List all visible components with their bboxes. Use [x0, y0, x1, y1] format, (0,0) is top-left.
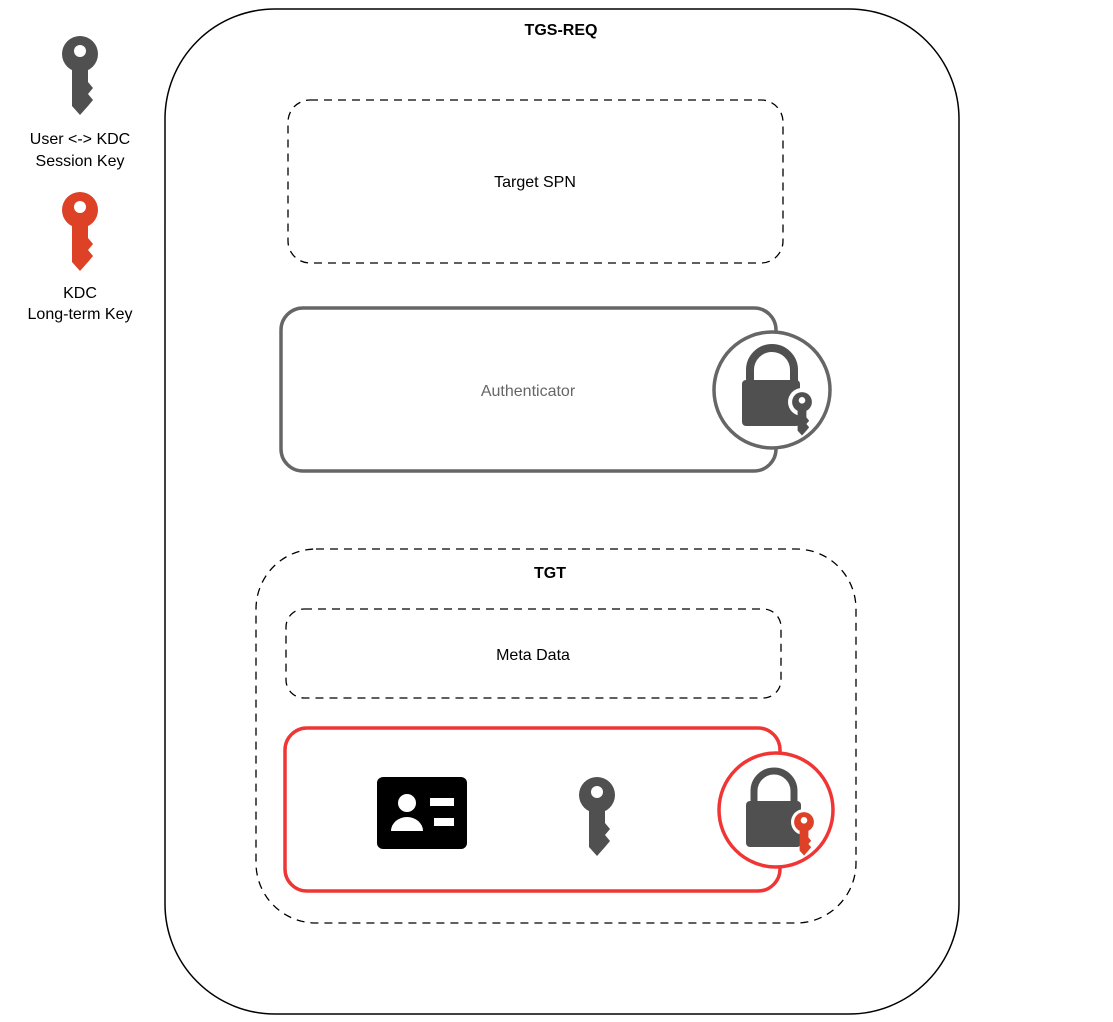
- tgs-req-title: TGS-REQ: [525, 22, 598, 39]
- legend-session-key-line1: User <-> KDC: [30, 131, 130, 148]
- session-key-icon: [62, 36, 98, 115]
- meta-data-label: Meta Data: [496, 647, 570, 664]
- lock-icon: [742, 344, 800, 426]
- long-term-key-icon: [62, 192, 98, 271]
- tgt-title: TGT: [534, 565, 566, 582]
- meta-data-box: Meta Data: [285, 608, 782, 699]
- legend-long-term-key-line2: Long-term Key: [28, 306, 133, 323]
- target-spn-box: Target SPN: [287, 99, 784, 264]
- lock-icon: [746, 767, 801, 847]
- authenticator-box: Authenticator: [279, 306, 832, 473]
- authenticator-encryption-badge: [712, 330, 832, 450]
- session-key-icon: [579, 777, 615, 856]
- tgt-encrypted-part: [283, 726, 835, 893]
- session-key-icon: [788, 388, 816, 436]
- legend-long-term-key-line1: KDC: [63, 285, 97, 302]
- target-spn-label: Target SPN: [494, 174, 576, 191]
- tgt-encryption-badge: [717, 751, 835, 869]
- legend: User <-> KDC Session Key KDC Long-term K…: [28, 36, 133, 323]
- legend-session-key-line2: Session Key: [36, 153, 125, 170]
- authenticator-label: Authenticator: [481, 383, 576, 400]
- tgt-container: TGT Meta Data: [255, 548, 857, 924]
- long-term-key-icon: [791, 809, 817, 856]
- id-card-icon: [377, 777, 467, 849]
